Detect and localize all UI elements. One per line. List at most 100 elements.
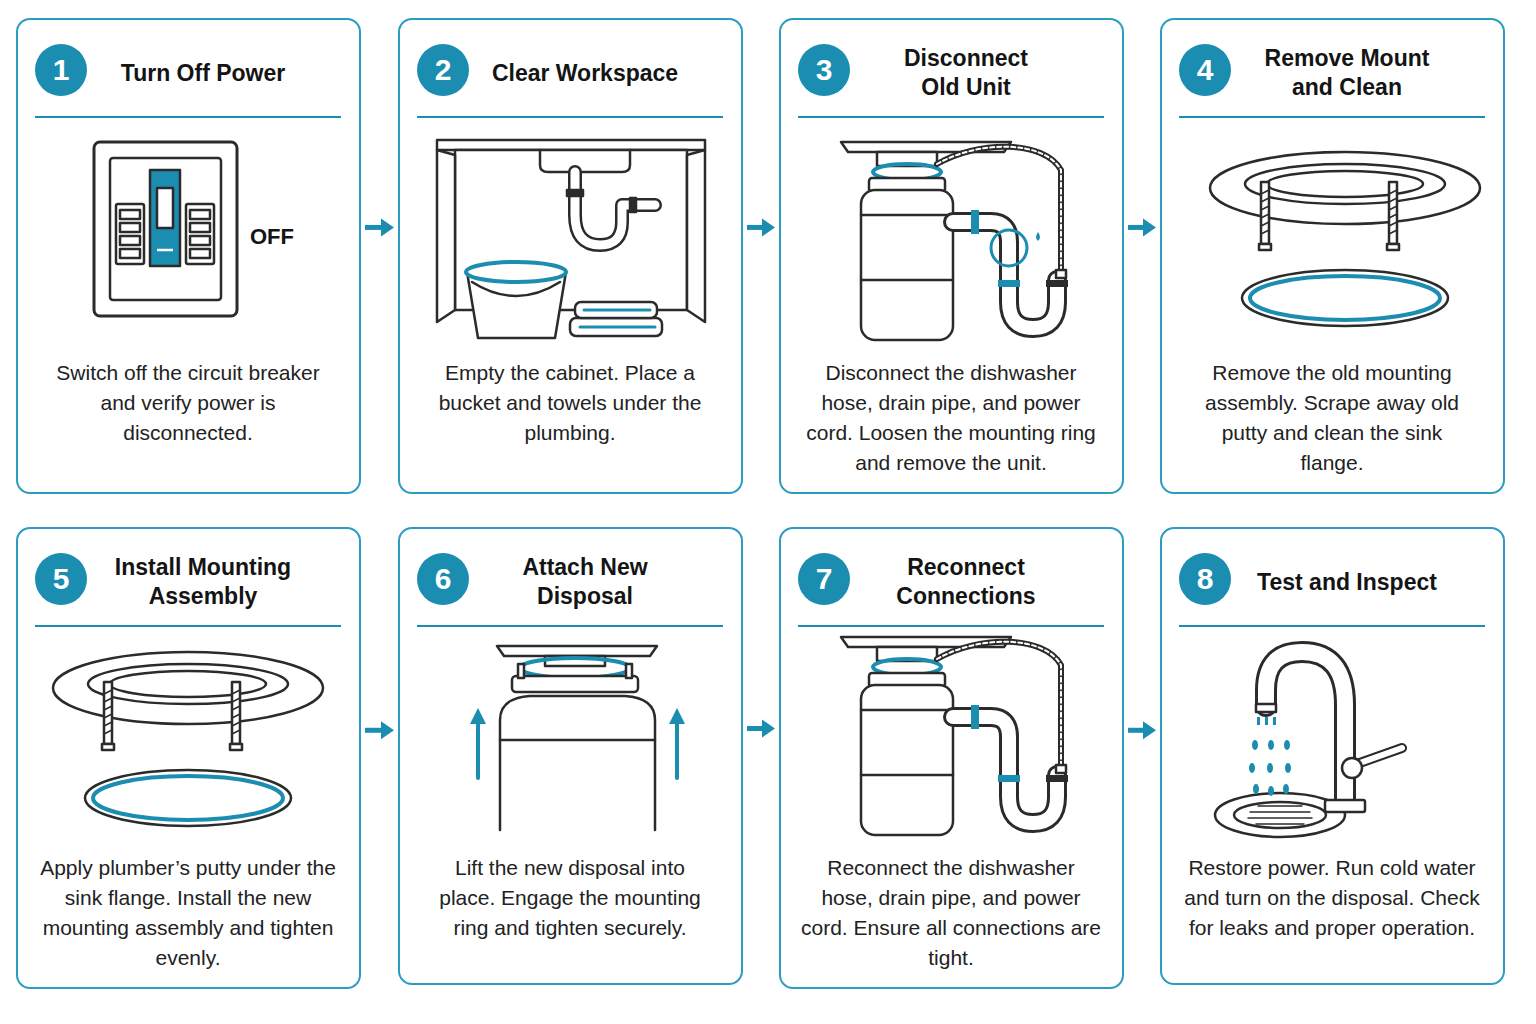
- step-arrow: [1128, 218, 1156, 236]
- reconnected-disposal: [841, 637, 1068, 835]
- new-disposal-part: [476, 722, 480, 778]
- step-title: Test and Inspect: [1227, 568, 1467, 597]
- faucet-and-drain-part: [1234, 802, 1326, 828]
- faucet-and-drain-part: [1248, 806, 1312, 824]
- old-disposal-part: [991, 230, 1027, 266]
- step-arrow: [1128, 721, 1156, 739]
- title-underlines-part: [1179, 116, 1485, 118]
- step-number: 1: [53, 53, 70, 87]
- breaker-panel-part: [190, 236, 210, 245]
- faucet-and-drain-part-part: [1273, 717, 1276, 725]
- arrow-head: [1143, 721, 1156, 739]
- breaker-panel-part: [110, 158, 221, 300]
- faucet-and-drain-part-part: [1267, 763, 1273, 773]
- sink-flange-new: [53, 652, 323, 826]
- new-disposal-part: [512, 676, 638, 692]
- breaker-panel-part: [157, 249, 173, 252]
- sink-flange-new-part: [53, 652, 323, 826]
- step-arrow: [365, 218, 394, 236]
- faucet-and-drain-part-part: [1268, 786, 1274, 796]
- faucet-and-drain-part-part: [1284, 740, 1290, 750]
- step-title: Remove Mount and Clean: [1247, 44, 1447, 102]
- faucet-and-drain-part: [1342, 758, 1362, 778]
- faucet-and-drain-part: [1266, 652, 1345, 800]
- faucet-and-drain-part-part: [1249, 763, 1255, 773]
- old-disposal-part: [1036, 232, 1040, 241]
- new-disposal-part: [500, 739, 655, 742]
- step-title: Clear Workspace: [465, 59, 705, 88]
- new-disposal-part: [626, 664, 632, 678]
- faucet-and-drain-part-part: [1265, 717, 1268, 725]
- breaker-panel-part: [120, 236, 140, 245]
- faucet-and-drain-part-part: [1252, 740, 1258, 750]
- sink-cabinet-part: [584, 309, 650, 312]
- faucet-and-drain-part-part: [1285, 763, 1291, 773]
- faucet-and-drain-part-part: [1283, 784, 1289, 794]
- sink-cabinet: [437, 140, 705, 338]
- breaker-panel-part: [120, 249, 140, 258]
- sink-cabinet-part: [567, 190, 583, 196]
- step-description: Lift the new disposal into place. Engage…: [425, 853, 715, 943]
- step-description: Restore power. Run cold water and turn o…: [1171, 853, 1493, 943]
- faucet-and-drain-part-part: [1268, 740, 1274, 750]
- title-underlines-part: [798, 625, 1104, 627]
- breaker-panel-part: [190, 223, 210, 232]
- faucet-and-drain-part: [1266, 652, 1345, 800]
- sink-cabinet-part: [472, 282, 560, 296]
- title-underlines-part: [798, 116, 1104, 118]
- step-number-circle: 8: [1179, 553, 1231, 605]
- title-underlines: [35, 117, 1485, 626]
- step-arrow: [747, 218, 775, 236]
- step-arrow: [747, 720, 775, 738]
- sink-cabinet-part: [570, 318, 662, 336]
- breaker-panel-part: [116, 204, 144, 264]
- sink-flange-old: [1210, 152, 1480, 326]
- title-underlines-part: [35, 625, 341, 627]
- step-number: 6: [435, 562, 452, 596]
- step-panel: Install Mounting AssemblyApply plumber’s…: [16, 527, 361, 989]
- faucet-and-drain-part: [1249, 717, 1291, 796]
- sink-cabinet-part: [630, 198, 636, 212]
- step-number: 3: [816, 53, 833, 87]
- sink-cabinet-part: [466, 262, 566, 282]
- step-number: 4: [1197, 53, 1214, 87]
- new-disposal-part: [675, 722, 679, 778]
- step-number-circle: 4: [1179, 44, 1231, 96]
- step-arrow: [365, 721, 394, 739]
- new-disposal: [470, 646, 685, 830]
- breaker-panel-part: [190, 210, 210, 219]
- sink-cabinet-part: [687, 150, 705, 322]
- faucet-and-drain-part: [1325, 800, 1365, 812]
- step-number-circle: 3: [798, 44, 850, 96]
- new-disposal-part: [497, 646, 657, 656]
- step-number: 8: [1197, 562, 1214, 596]
- breaker-panel-part: [120, 223, 140, 232]
- title-underlines-part: [1179, 625, 1485, 627]
- breaker-panel-part: [157, 188, 173, 228]
- new-disposal-part: [518, 664, 524, 678]
- sink-cabinet-part: [540, 150, 630, 172]
- sink-cabinet-part: [580, 326, 655, 329]
- breaker-panel: [94, 142, 237, 316]
- sink-flange-old-part: [1210, 152, 1480, 326]
- new-disposal-part: [500, 696, 655, 830]
- step-panel: Attach New DisposalLift the new disposal…: [398, 527, 743, 985]
- title-underlines-part: [35, 116, 341, 118]
- sink-cabinet-part: [437, 150, 455, 322]
- arrow-head: [381, 721, 394, 739]
- step-description: Reconnect the dishwasher hose, drain pip…: [801, 853, 1101, 973]
- step-description: Apply plumber’s putty under the sink fla…: [36, 853, 341, 973]
- old-disposal-part: [841, 142, 1068, 340]
- new-disposal-part: [470, 708, 486, 724]
- step-number-circle: 5: [35, 553, 87, 605]
- faucet-and-drain-part-part: [1257, 717, 1260, 725]
- step-description: Switch off the circuit breaker and verif…: [56, 358, 321, 448]
- arrow-head: [1143, 218, 1156, 236]
- step-number: 7: [816, 562, 833, 596]
- step-description: Remove the old mounting assembly. Scrape…: [1190, 358, 1475, 478]
- step-number-circle: 6: [417, 553, 469, 605]
- faucet-and-drain: [1215, 652, 1402, 837]
- arrow-head: [762, 720, 775, 738]
- faucet-and-drain-part-part: [1253, 784, 1259, 794]
- step-number: 5: [53, 562, 70, 596]
